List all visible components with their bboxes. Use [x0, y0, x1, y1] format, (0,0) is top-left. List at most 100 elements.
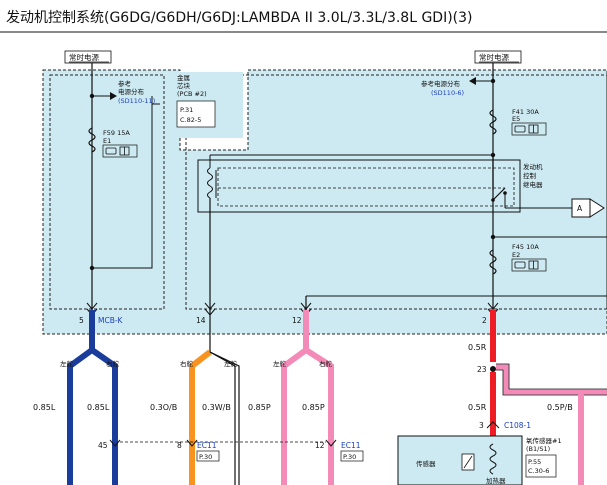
fuse-right1-icon: [514, 124, 539, 134]
wire-red-lower: [490, 372, 496, 442]
fuse-right2-icon: [514, 260, 539, 270]
fuse-right1-icon-frame: [511, 122, 547, 136]
branch-rhd-1: 右舵: [106, 359, 120, 368]
wire-left-loop: [92, 103, 160, 269]
lower-chevrons: [109, 439, 337, 447]
pin-12: 12: [292, 316, 302, 325]
branch-lhd-3: 左舵: [273, 359, 287, 368]
sensor-label: 传感器: [416, 459, 436, 468]
wire-05R-top: 0.5R: [468, 343, 487, 352]
ref-left-line2: 电源分布: [118, 87, 145, 96]
pin-12b: 12: [315, 441, 325, 450]
relay-label-1: 发动机: [523, 162, 543, 171]
pin-45: 45: [98, 441, 108, 450]
wire-pink-loop: [496, 364, 607, 395]
power-source-left-box: [64, 50, 112, 64]
pin-23: 23: [477, 365, 487, 374]
wire-blue-upper: [89, 310, 95, 352]
pin-3-chevron: [486, 421, 500, 429]
power-source-left: 常时电源: [69, 52, 99, 62]
wire-03WB: 0.3W/B: [202, 403, 231, 412]
wire-05R-bot: 0.5R: [468, 403, 487, 412]
metal-core-label-3: (PCB #2): [177, 90, 207, 98]
branch-lines: [67, 347, 334, 485]
oxygen-sensor-name: 氧传感器#1: [526, 436, 562, 445]
fuse-right1-name: F41 30A: [512, 108, 539, 116]
branch-lhd-1: 左舵: [60, 359, 74, 368]
mcbk-label: MCB-K: [98, 316, 124, 325]
oxygen-sensor-pos: (B1/S1): [526, 445, 550, 453]
wire-085L-a: 0.85L: [33, 403, 56, 412]
ref-right-line1: 参考电源分布: [421, 79, 461, 88]
inner-box-left: [49, 74, 165, 310]
relay-label-3: 继电器: [523, 180, 543, 189]
pin-3: 3: [479, 421, 484, 430]
fuse-left-num: E1: [103, 137, 111, 145]
power-source-right-box: [474, 50, 522, 64]
metal-core-label-2: 芯块: [177, 81, 191, 90]
wire-black-branch-2: [209, 351, 240, 485]
connector-a-arrow: [589, 198, 605, 218]
p30-b-box: [340, 450, 364, 462]
fuse-left-symbol: [88, 127, 96, 153]
inner-box-right: [185, 74, 607, 310]
branch-rhd-2: 右舵: [180, 359, 194, 368]
ref-left-line3: (SD110-11): [118, 97, 155, 105]
fuse-right2-name: F45 10A: [512, 243, 539, 251]
pin-5: 5: [79, 316, 84, 325]
oxygen-sensor-conn: C.30-6: [528, 467, 549, 475]
wire-03OB: 0.3O/B: [150, 403, 177, 412]
wire-red-upper: [490, 310, 496, 362]
fuse-right2-icon-frame: [511, 258, 547, 272]
junction-box: [42, 69, 607, 335]
page-title: 发动机控制系统(G6DG/G6DH/G6DJ:LAMBDA II 3.0L/3.…: [6, 10, 473, 26]
oxygen-sensor-box: [397, 435, 523, 485]
ref-right-arrow: [469, 77, 476, 85]
branch-lhd-2: 左舵: [224, 359, 238, 368]
ref-left-line1: 参考: [118, 79, 132, 88]
junction-23: [490, 366, 496, 372]
branch-rhd-3: 右舵: [319, 359, 333, 368]
wire-pink-loop-outline: [496, 363, 607, 396]
ec11-b: EC11: [341, 441, 361, 450]
ref-left-arrow: [110, 92, 117, 100]
heater-coil: [489, 443, 497, 475]
metal-core-label-1: 金属: [177, 73, 190, 82]
pin-2: 2: [482, 316, 487, 325]
fuse-right2-symbol: [489, 249, 497, 275]
wire-black-branch: [209, 351, 236, 485]
c108-label: C108-1: [504, 421, 531, 430]
p30-b: P.30: [343, 453, 356, 461]
metal-core-conn: C.82-5: [180, 116, 201, 124]
junction-dot-left-lower: [89, 265, 95, 271]
metal-core-ref-box: [176, 100, 216, 128]
oxygen-sensor-ref-box: [525, 454, 557, 478]
connector-a-label: A: [577, 204, 583, 213]
metal-core-page: P.31: [180, 106, 193, 114]
fuse-left-name: F59 15A: [103, 129, 130, 137]
wire-085P-b: 0.85P: [302, 403, 325, 412]
ec11-a: EC11: [197, 441, 217, 450]
fuse-right1-num: E5: [512, 115, 520, 123]
wire-pink-upper: [303, 310, 309, 352]
ref-right-line2: (SD110-6): [431, 89, 464, 97]
fuse-right2-num: E2: [512, 251, 520, 259]
sensor-element-diag: [463, 455, 473, 469]
pin-8: 8: [177, 441, 182, 450]
wire-085L-b: 0.85L: [87, 403, 110, 412]
relay-box: [197, 159, 521, 213]
oxygen-sensor-page: P.55: [528, 458, 541, 466]
fuse-right1-symbol: [489, 109, 497, 135]
fuse-left-icon: [105, 146, 130, 156]
relay-label-2: 控制: [523, 171, 537, 180]
p30-a: P.30: [199, 453, 212, 461]
heater-label: 加热器: [486, 476, 506, 485]
wire-085P-a: 0.85P: [248, 403, 271, 412]
wire-pink-down: [578, 392, 584, 485]
fuse-left-icon-frame: [102, 144, 138, 158]
pin-14: 14: [196, 316, 206, 325]
relay-coil: [207, 167, 213, 199]
power-source-right: 常时电源: [479, 52, 509, 62]
p30-a-box: [196, 450, 220, 462]
